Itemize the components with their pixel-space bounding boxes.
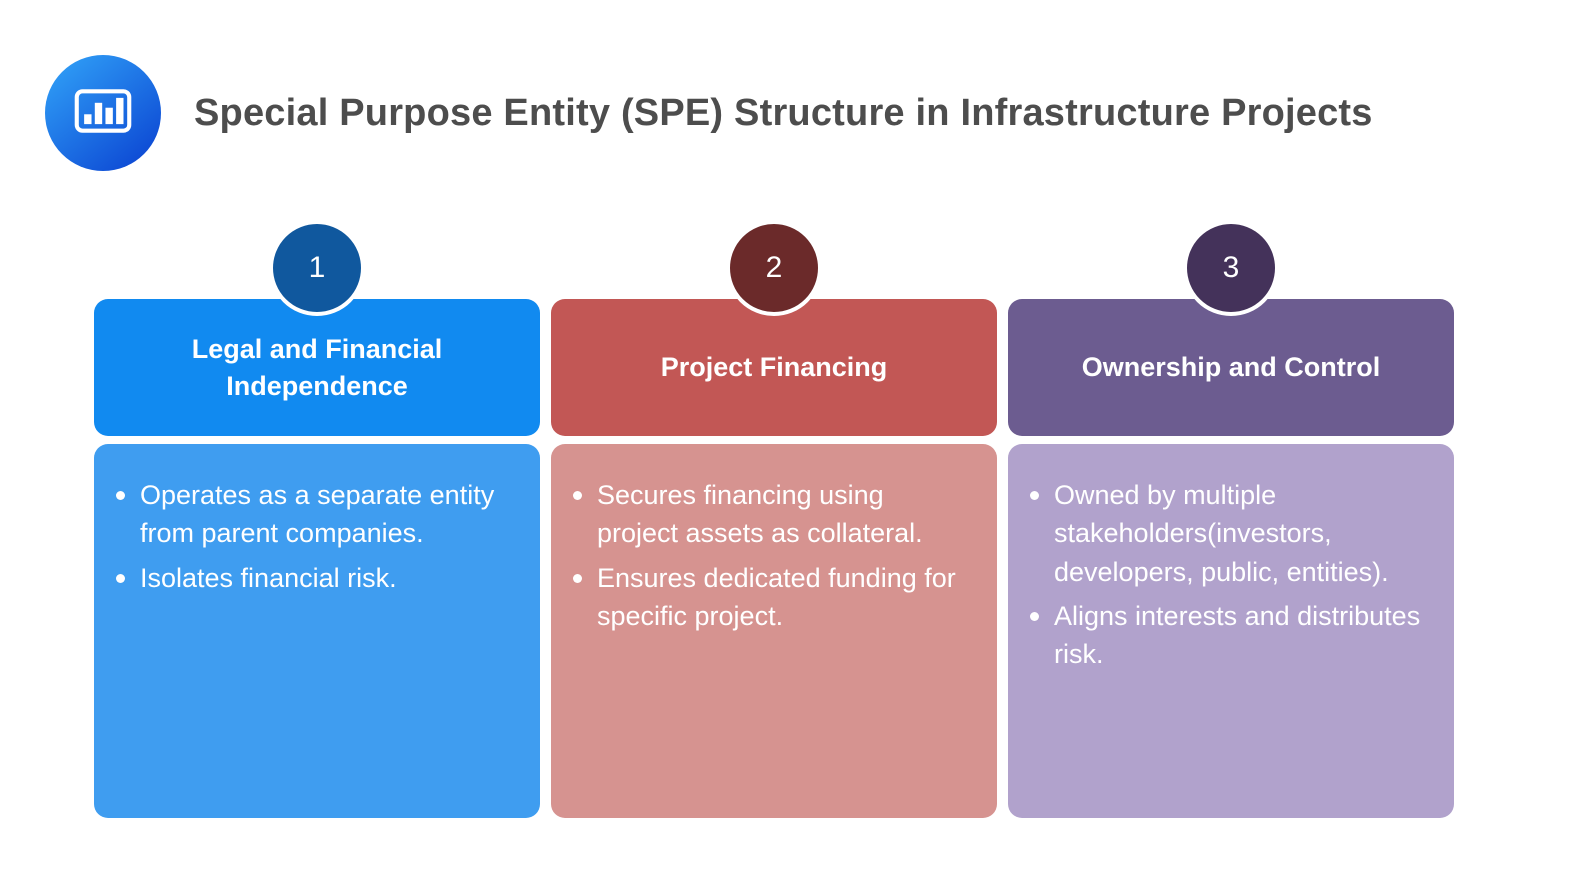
column-body: Operates as a separate entity from paren… — [94, 444, 540, 818]
bullet-list: Operates as a separate entity from paren… — [116, 476, 514, 597]
header: Special Purpose Entity (SPE) Structure i… — [45, 55, 1373, 171]
bullet-dot-icon — [573, 573, 582, 583]
list-item: Operates as a separate entity from paren… — [116, 476, 514, 553]
columns: 1 Legal and Financial Independence Opera… — [94, 220, 1454, 818]
list-item: Owned by multiple stakeholders(investors… — [1030, 476, 1428, 591]
bullet-text: Isolates financial risk. — [140, 562, 397, 593]
step-number: 2 — [765, 251, 783, 284]
page-title: Special Purpose Entity (SPE) Structure i… — [194, 91, 1373, 134]
bullet-list: Secures financing using project assets a… — [573, 476, 971, 635]
list-item: Aligns interests and distributes risk. — [1030, 597, 1428, 674]
column-ownership-and-control: 3 Ownership and Control Owned by multipl… — [1008, 220, 1454, 818]
column-header: Project Financing — [551, 299, 997, 436]
bullet-dot-icon — [1030, 611, 1039, 621]
bullet-dot-icon — [1030, 491, 1039, 500]
bullet-text: Ensures dedicated funding for specific p… — [597, 562, 956, 631]
step-number: 1 — [308, 251, 326, 284]
bullet-dot-icon — [573, 491, 582, 500]
logo — [45, 55, 161, 171]
bullet-text: Operates as a separate entity from paren… — [140, 480, 495, 549]
column-heading: Ownership and Control — [1081, 352, 1381, 383]
column-body: Secures financing using project assets a… — [551, 444, 997, 818]
bullet-text: Secures financing using project assets a… — [597, 480, 923, 549]
step-number: 3 — [1222, 251, 1240, 284]
bullet-dot-icon — [116, 491, 125, 500]
bar-chart-icon — [62, 70, 144, 157]
column-body: Owned by multiple stakeholders(investors… — [1008, 444, 1454, 818]
column-legal-financial-independence: 1 Legal and Financial Independence Opera… — [94, 220, 540, 818]
list-item: Ensures dedicated funding for specific p… — [573, 559, 971, 636]
column-header: Legal and Financial Independence — [94, 299, 540, 436]
column-heading: Legal and Financial Independence — [191, 334, 443, 401]
list-item: Isolates financial risk. — [116, 559, 514, 597]
step-number-badge: 2 — [726, 220, 822, 316]
bullet-dot-icon — [116, 573, 125, 583]
bullet-text: Owned by multiple stakeholders(investors… — [1054, 480, 1389, 587]
step-number-badge: 3 — [1183, 220, 1279, 316]
step-number-badge: 1 — [269, 220, 365, 316]
bullet-text: Aligns interests and distributes risk. — [1054, 600, 1421, 670]
list-item: Secures financing using project assets a… — [573, 476, 971, 553]
bullet-list: Owned by multiple stakeholders(investors… — [1030, 476, 1428, 674]
column-project-financing: 2 Project Financing Secures financing us… — [551, 220, 997, 818]
column-header: Ownership and Control — [1008, 299, 1454, 436]
column-heading: Project Financing — [660, 352, 888, 383]
